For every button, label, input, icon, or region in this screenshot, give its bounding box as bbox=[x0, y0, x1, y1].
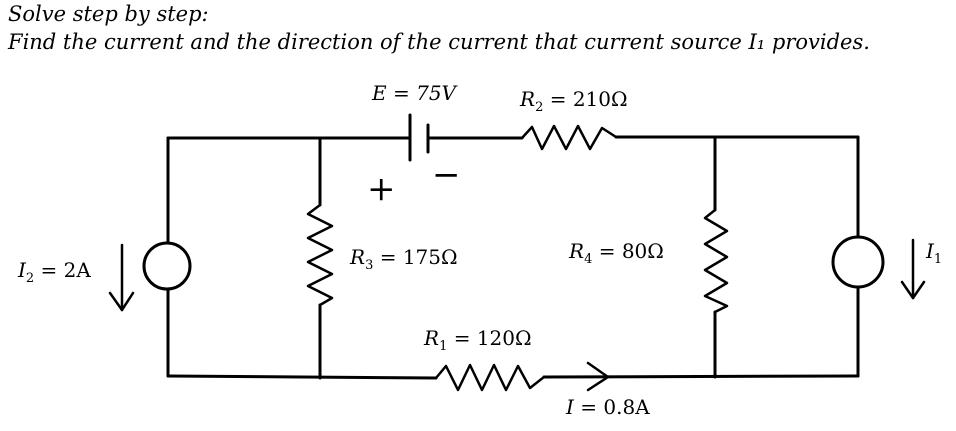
label-r4: R4 = 80Ω bbox=[568, 239, 664, 267]
resistor-r1 bbox=[434, 363, 546, 392]
arrow-down-icon bbox=[900, 238, 926, 300]
resistor-r3 bbox=[306, 203, 334, 307]
label-i2: I2 = 2A bbox=[17, 258, 91, 286]
battery-e bbox=[408, 113, 430, 162]
current-source-i2 bbox=[142, 241, 192, 291]
battery-minus-sign: − bbox=[432, 155, 461, 195]
resistor-r4 bbox=[703, 208, 729, 314]
arrow-down-icon bbox=[108, 243, 135, 312]
label-r2: R2 = 210Ω bbox=[519, 87, 628, 115]
bottom-wire-left bbox=[166, 374, 438, 380]
label-current-i: I = 0.8A bbox=[565, 395, 650, 419]
current-source-i1 bbox=[831, 235, 885, 289]
wires bbox=[166, 135, 860, 380]
resistor-r2 bbox=[520, 124, 618, 151]
label-r1: R1 = 120Ω bbox=[423, 326, 532, 354]
label-r3: R3 = 175Ω bbox=[349, 245, 458, 273]
current-arrow-icon bbox=[586, 361, 610, 392]
label-e: E = 75V bbox=[371, 81, 459, 105]
label-i1: I1 bbox=[925, 239, 942, 267]
question-line-2: Find the current and the direction of th… bbox=[8, 30, 870, 54]
bottom-wire-right bbox=[542, 374, 860, 379]
battery-plus-sign: + bbox=[367, 169, 396, 209]
question-line-1: Solve step by step: bbox=[8, 2, 209, 26]
